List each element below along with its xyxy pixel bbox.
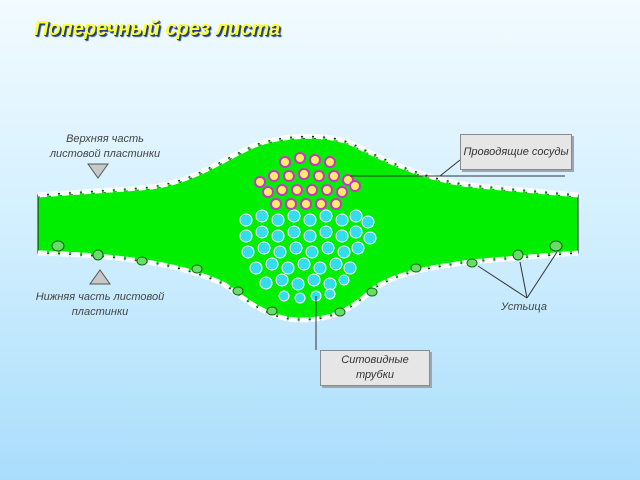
upper-epidermis: [37, 133, 579, 198]
stomata-group: [51, 240, 563, 317]
xylem-vessels: [254, 152, 361, 210]
upper-part-label: Верхняя часть листовой пластинки: [49, 133, 161, 160]
phloem-sieve-tubes: [239, 209, 377, 304]
leader-lines: [315, 159, 565, 350]
lower-pointer-triangle: [89, 269, 111, 285]
vessels-callout: Проводящие сосуды: [460, 134, 572, 170]
lower-epidermis: [37, 250, 579, 323]
stomata-label: Устьица: [501, 301, 547, 313]
lower-part-label: Нижняя часть листовой пластинки: [35, 291, 165, 318]
sieve-tubes-callout: Ситовидные трубки: [320, 350, 430, 386]
page-title: Поперечный срез листа: [34, 18, 281, 40]
upper-pointer-triangle: [87, 163, 109, 179]
